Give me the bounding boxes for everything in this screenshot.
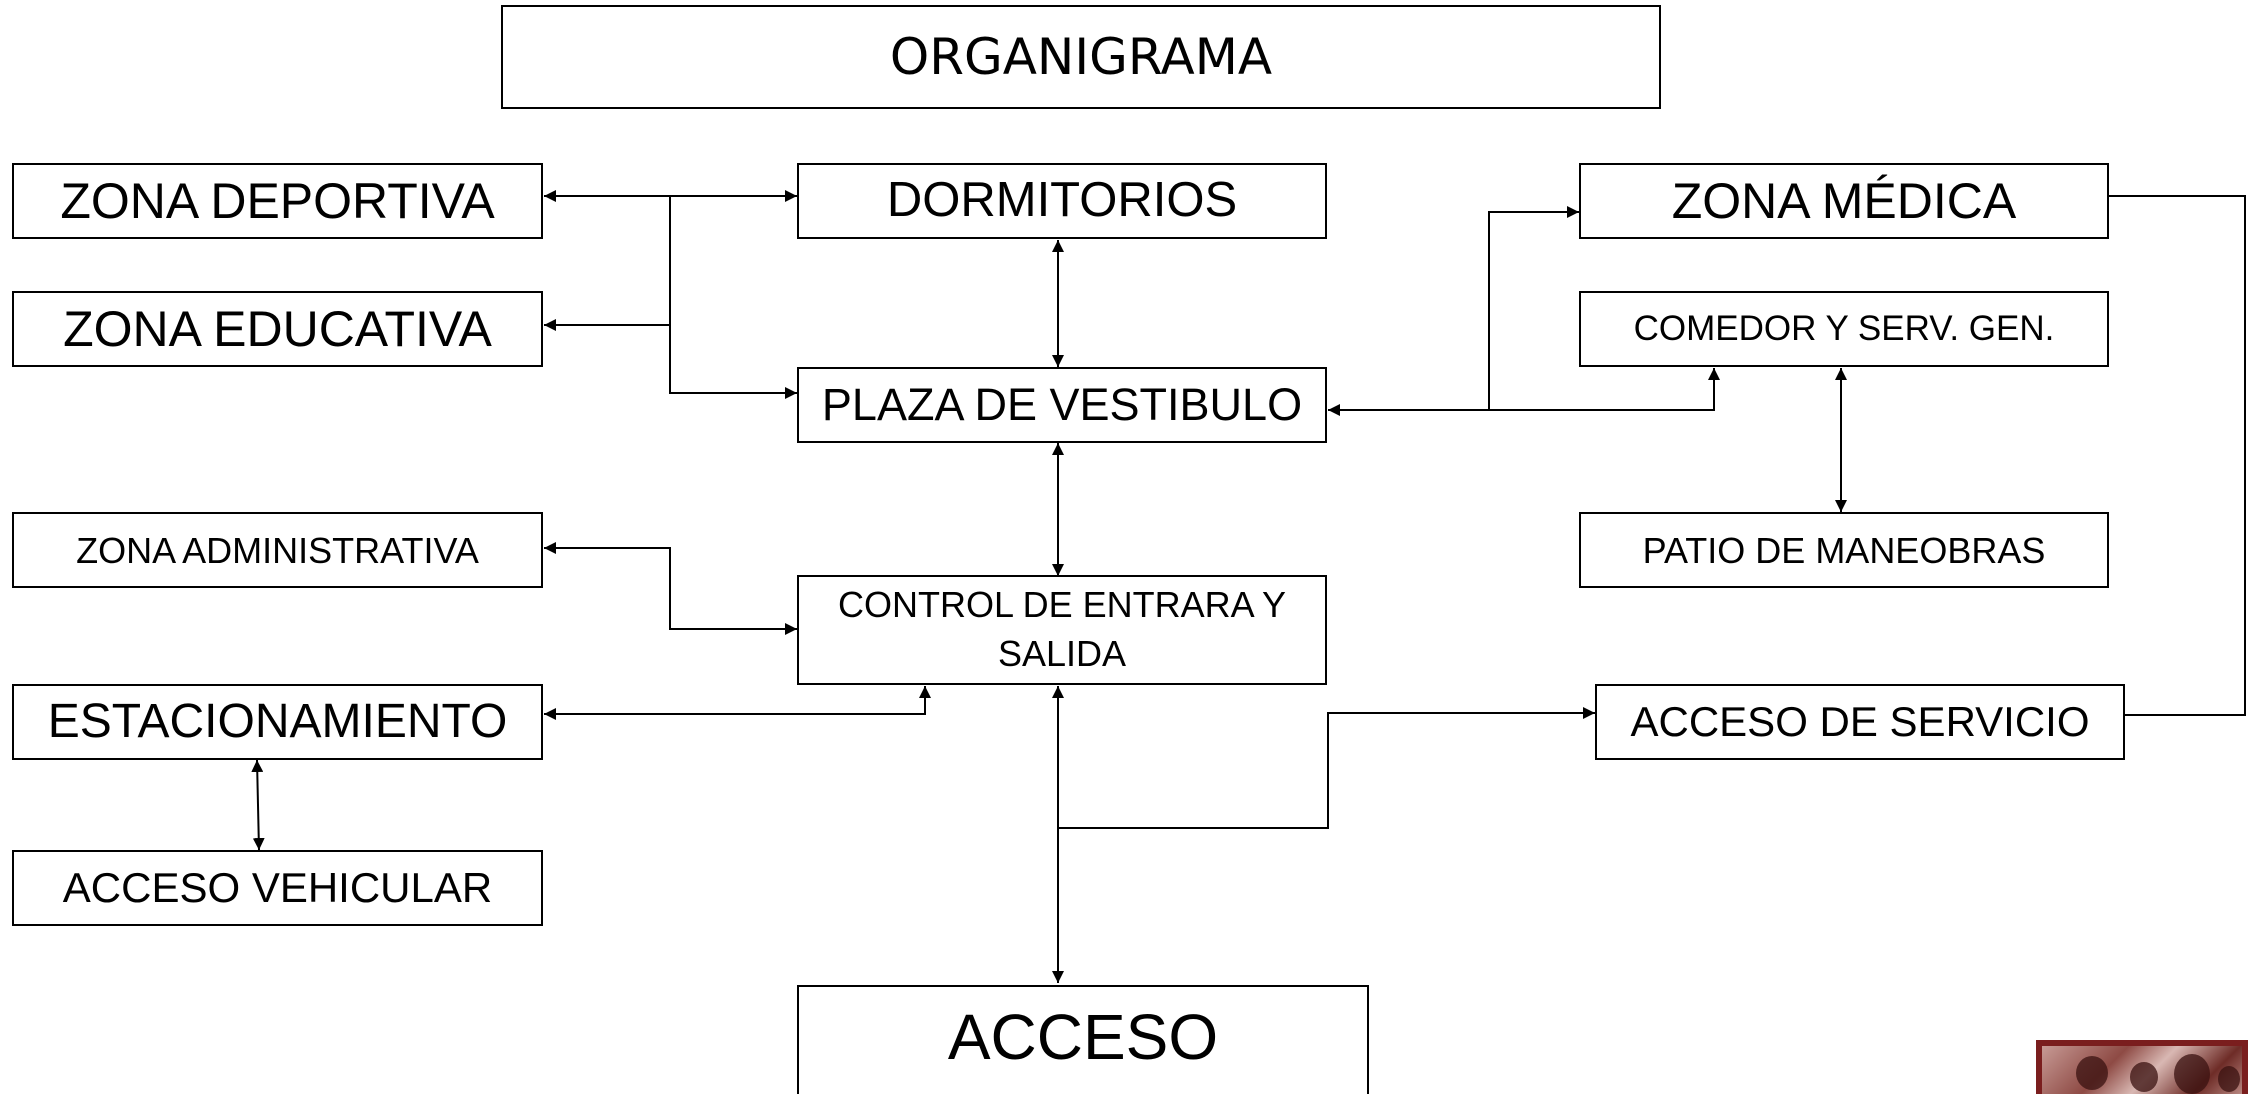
node-patio-maneobras: PATIO DE MANEOBRAS [1579,512,2109,588]
node-plaza-vestibulo: PLAZA DE VESTIBULO [797,367,1327,443]
node-control-line2: SALIDA [997,633,1127,674]
connector-trunk-left-top [669,196,797,399]
node-acceso-vehicular: ACCESO VEHICULAR [12,850,543,926]
node-comedor: COMEDOR Y SERV. GEN. [1579,291,2109,367]
node-acceso: ACCESO [797,985,1369,1094]
connector-plaza-comedor [1328,368,1720,416]
connector-to-acceso-servicio [1058,707,1595,829]
corner-photo [2036,1040,2248,1094]
node-zona-medica: ZONA MÉDICA [1579,163,2109,239]
node-dormitorios: DORMITORIOS [797,163,1327,239]
connector-estacionamiento-vehicular [251,759,265,851]
node-control-line1: CONTROL DE ENTRARA Y [837,584,1287,626]
node-zona-deportiva: ZONA DEPORTIVA [12,163,543,239]
page-title: ORGANIGRAMA [501,5,1661,109]
connector-administrativa-control [544,542,797,635]
connector-medica-servicio [2108,195,2246,716]
connector-estacionamiento-control [544,686,931,720]
node-zona-administrativa: ZONA ADMINISTRATIVA [12,512,543,588]
node-acceso-servicio: ACCESO DE SERVICIO [1595,684,2125,760]
node-estacionamiento: ESTACIONAMIENTO [12,684,543,760]
node-control: CONTROL DE ENTRARA Y SALIDA [797,575,1327,685]
node-zona-educativa: ZONA EDUCATIVA [12,291,543,367]
connector-to-zona-medica [1488,206,1579,410]
